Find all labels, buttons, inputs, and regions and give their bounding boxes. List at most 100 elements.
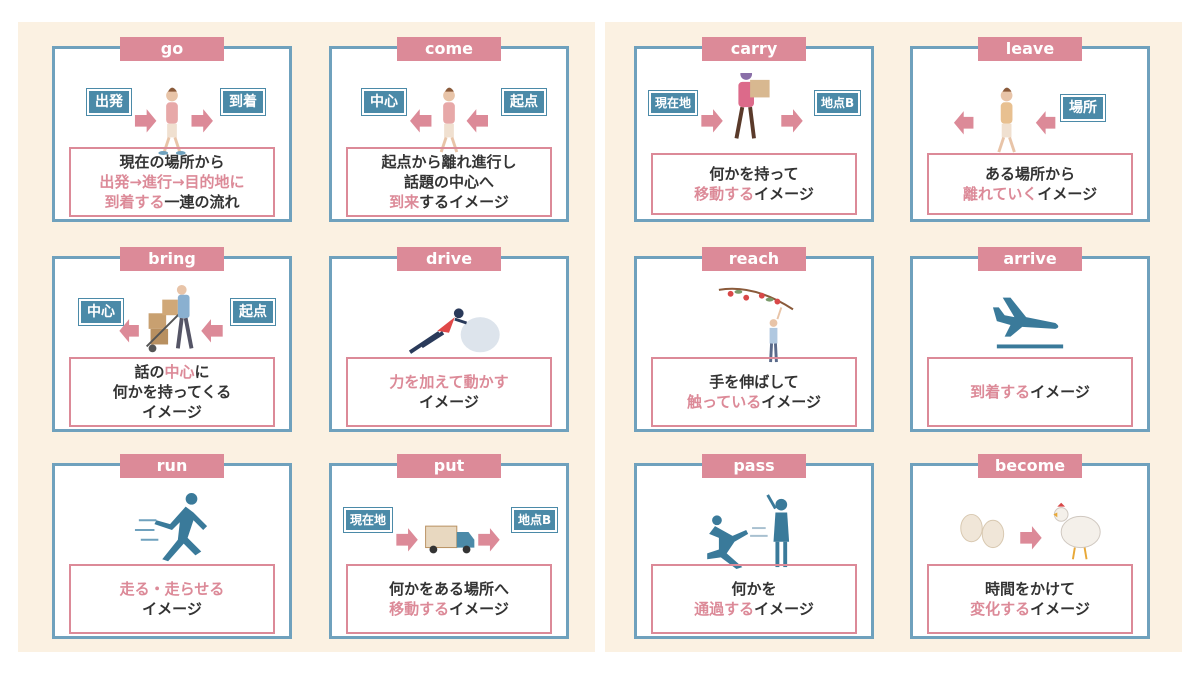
card-tag: bring: [120, 247, 224, 271]
walking-person-icon: [953, 87, 1056, 153]
card-tag: carry: [702, 37, 806, 61]
card-run: run 走る・走らせる イメージ: [52, 454, 292, 639]
place-label: 場所: [1060, 94, 1106, 122]
desc-text: イメージ: [761, 393, 821, 411]
desc-line: 触っているイメージ: [687, 392, 821, 412]
desc-text: 話の: [134, 363, 165, 381]
desc-line: イメージ: [142, 403, 202, 421]
desc-line: 移動するイメージ: [389, 599, 509, 619]
card-description: 何かを持って 移動するイメージ: [651, 153, 857, 215]
desc-highlight: 到来: [389, 193, 420, 211]
desc-text: イメージ: [754, 185, 814, 203]
to-label: 到着: [220, 88, 266, 116]
desc-text: イメージ: [1037, 185, 1098, 203]
desc-highlight: 到着する: [104, 193, 165, 211]
desc-line: 到着する一連の流れ: [104, 192, 239, 212]
desc-line: 話の中心に: [134, 362, 209, 382]
desc-highlight: 到着する: [970, 383, 1031, 401]
from-label: 現在地: [342, 507, 394, 533]
desc-highlight: 力を加えて動かす: [389, 373, 509, 391]
card-description: 何かをある場所へ 移動するイメージ: [346, 564, 552, 634]
card-tag: leave: [978, 37, 1082, 61]
desc-line: 起点から離れ進行し: [381, 153, 517, 171]
origin-label: 起点: [230, 298, 276, 326]
card-reach: reach 手を伸ばして 触っているイメージ: [634, 247, 874, 432]
card-carry: carry 現在地 地点B 何かを持って 移動するイメージ: [634, 37, 874, 222]
card-tag: put: [397, 454, 501, 478]
card-tag: reach: [702, 247, 806, 271]
desc-line: 現在の場所から: [119, 153, 225, 171]
desc-highlight: 走る・走らせる: [119, 580, 225, 598]
desc-text: するイメージ: [419, 193, 509, 211]
desc-line: 時間をかけて: [984, 580, 1075, 598]
card-tag: drive: [397, 247, 501, 271]
desc-line: 到来するイメージ: [389, 192, 509, 212]
card-leave: leave 場所 ある場所から 離れていくイメージ: [910, 37, 1150, 222]
desc-line: 話題の中心へ: [403, 173, 494, 191]
egg-to-chicken-icon: [960, 502, 1101, 560]
card-description: 力を加えて動かす イメージ: [346, 357, 552, 427]
card-pass: pass 何かを 通過するイメージ: [634, 454, 874, 639]
card-put: put 現在地 地点B 何かをある場所へ 移動するイメージ: [329, 454, 569, 639]
card-description: 話の中心に 何かを持ってくる イメージ: [69, 357, 275, 427]
card-tag: go: [120, 37, 224, 61]
card-arrive: arrive 到着するイメージ: [910, 247, 1150, 432]
card-go: go 出発 到着 現在の場所から 出発→進行→目的地に 到着する一連の流れ: [52, 37, 292, 222]
walking-person-icon: [410, 87, 488, 153]
desc-line: 何かを: [731, 580, 777, 598]
from-label: 現在地: [647, 90, 699, 116]
desc-highlight: 移動する: [389, 600, 450, 618]
card-description: 走る・走らせる イメージ: [69, 564, 275, 634]
card-drive: drive 力を加えて動かす イメージ: [329, 247, 569, 432]
card-tag: run: [120, 454, 224, 478]
desc-line: 通過するイメージ: [694, 599, 814, 619]
desc-line: 何かを持ってくる: [112, 383, 232, 401]
running-person-icon: [134, 492, 208, 562]
card-description: 起点から離れ進行し 話題の中心へ 到来するイメージ: [346, 147, 552, 217]
origin-label: 起点: [501, 88, 547, 116]
person-pushing-ball-icon: [408, 308, 500, 354]
desc-text: イメージ: [1030, 383, 1090, 401]
center-label: 中心: [361, 88, 407, 116]
card-tag: come: [397, 37, 501, 61]
desc-highlight: 通過する: [694, 600, 755, 618]
person-carrying-box-icon: [701, 73, 803, 139]
desc-line: ある場所から: [984, 165, 1075, 183]
desc-line: 変化するイメージ: [970, 599, 1090, 619]
to-label: 地点B: [813, 90, 862, 116]
desc-text: 一連の流れ: [164, 193, 240, 211]
desc-line: 離れていくイメージ: [963, 184, 1097, 204]
card-tag: pass: [702, 454, 806, 478]
card-description: 到着するイメージ: [927, 357, 1133, 427]
desc-highlight: 出発→進行→目的地に: [99, 173, 245, 191]
airplane-landing-icon: [992, 297, 1064, 349]
desc-line: 到着するイメージ: [970, 382, 1090, 402]
desc-highlight: 変化する: [970, 600, 1031, 618]
card-tag: arrive: [978, 247, 1082, 271]
card-bring: bring 中心 起点 話の中心に 何かを持ってくる イメージ: [52, 247, 292, 432]
desc-text: イメージ: [754, 600, 814, 618]
center-label: 中心: [78, 298, 124, 326]
card-description: 時間をかけて 変化するイメージ: [927, 564, 1133, 634]
delivery-worker-icon: [119, 285, 223, 353]
desc-highlight: 移動する: [694, 185, 755, 203]
person-passing-icon: [707, 494, 790, 570]
delivery-truck-icon: [396, 525, 500, 554]
card-description: ある場所から 離れていくイメージ: [927, 153, 1133, 215]
person-reaching-branch-icon: [718, 287, 794, 363]
desc-highlight: 中心: [164, 363, 195, 381]
desc-highlight: 触っている: [687, 393, 762, 411]
desc-text: イメージ: [1030, 600, 1090, 618]
card-tag: become: [978, 454, 1082, 478]
desc-line: 移動するイメージ: [694, 184, 814, 204]
card-description: 手を伸ばして 触っているイメージ: [651, 357, 857, 427]
desc-highlight: 離れていく: [962, 185, 1038, 203]
card-description: 現在の場所から 出発→進行→目的地に 到着する一連の流れ: [69, 147, 275, 217]
desc-line: イメージ: [419, 393, 479, 411]
desc-line: 何かをある場所へ: [388, 580, 509, 598]
to-label: 地点B: [510, 507, 559, 533]
desc-line: イメージ: [142, 600, 202, 618]
card-come: come 中心 起点 起点から離れ進行し 話題の中心へ 到来するイメージ: [329, 37, 569, 222]
walking-person-icon: [134, 87, 213, 155]
from-label: 出発: [86, 88, 132, 116]
